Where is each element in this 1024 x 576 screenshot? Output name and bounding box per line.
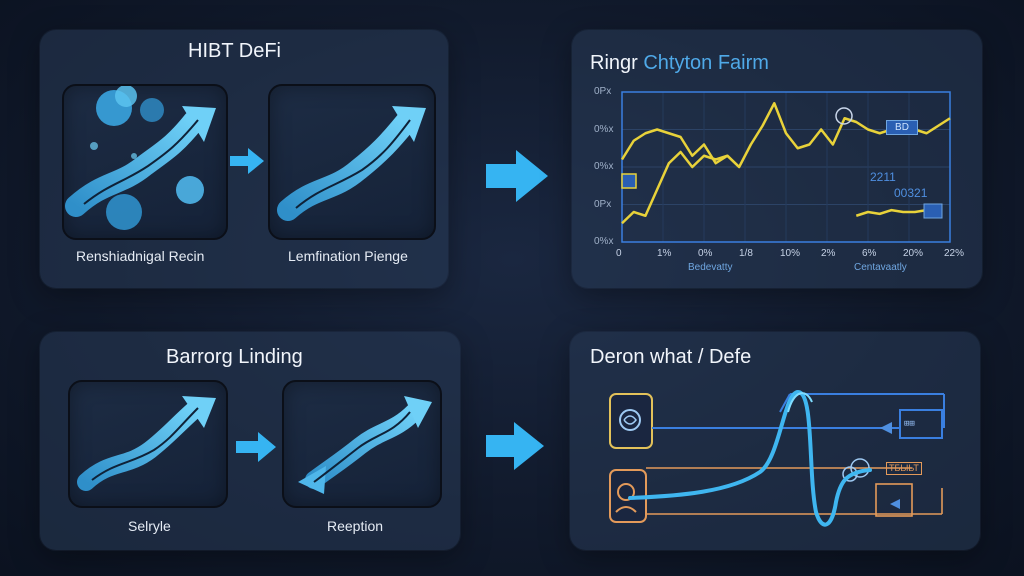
annotation-value-2: 00321: [894, 186, 928, 200]
arrow-right-icon: [486, 150, 548, 202]
chart-title: Ringr Chtyton Fairm: [590, 52, 769, 75]
card-left: [68, 380, 228, 508]
x-tick-label: 10%: [780, 248, 801, 259]
card-right-label: Lemfination Pienge: [288, 248, 408, 264]
panel-title: Barrorg Linding: [166, 346, 303, 368]
panel-title: Deron what / Defe: [590, 346, 752, 368]
rising-arrow-icon: [277, 106, 426, 221]
arrow-right-icon: [486, 422, 544, 470]
plug-icon: [880, 422, 892, 434]
chart-title-accent: Chtyton Fairm: [643, 52, 769, 74]
rising-arrow-icon: [77, 396, 216, 491]
x-axis-label-left: Bedevatty: [688, 262, 733, 273]
rising-arrow-icon: [298, 396, 432, 494]
x-tick-label: 1%: [657, 248, 672, 259]
flow-diagram: ⊞⊞: [609, 389, 945, 527]
chart-panel: Ringr Chtyton Fairm 2211 00321 BD Bedeva…: [572, 30, 982, 288]
series-line-1: [621, 150, 741, 225]
rising-arrow-icon: [65, 86, 216, 230]
card-left: [62, 84, 228, 240]
x-tick-label: 1/8: [739, 248, 753, 259]
y-tick-label: 0Px: [594, 198, 612, 210]
x-tick-label: 2%: [821, 248, 836, 259]
chart-marker-icon: [923, 203, 943, 219]
y-tick-label: 0Px: [594, 86, 612, 97]
arrow-right-icon: [230, 148, 264, 174]
plot-frame: [621, 91, 951, 243]
x-tick-label: 0%: [698, 248, 713, 259]
x-tick-label: 22%: [944, 248, 965, 259]
annotation-value-1: 2211: [870, 170, 896, 184]
card-right-label: Reeption: [327, 518, 384, 534]
chart-badge: BD: [886, 120, 918, 135]
chip-label: ТБЫЬТ: [886, 462, 922, 475]
chart-glyph-icon: [835, 107, 853, 125]
chart-marker-icon: [621, 173, 637, 189]
card-left-label: Renshiadnigal Recin: [76, 248, 205, 264]
chart-title-main: Ringr: [590, 52, 638, 74]
x-tick-label: 6%: [862, 248, 877, 259]
deron-defe-panel: Deron what / Defe ⊞⊞ ТБЫЬТ: [570, 332, 980, 550]
y-tick-label: 0%x: [594, 123, 614, 135]
x-tick-label: 20%: [903, 248, 924, 259]
panel-title: HIBT DeFi: [188, 40, 281, 62]
arrow-right-icon: [236, 432, 276, 462]
x-tick-label: 0: [616, 248, 622, 259]
card-right: [282, 380, 442, 508]
y-tick-label: 0%x: [594, 161, 614, 172]
y-tick-label: 0%x: [594, 236, 614, 247]
card-left-label: Selryle: [128, 518, 171, 534]
svg-text:⊞⊞: ⊞⊞: [904, 419, 915, 429]
x-axis-label-right: Centavaatly: [854, 262, 907, 273]
card-right: [268, 84, 436, 240]
brain-icon: [609, 393, 653, 449]
barrorg-linding-panel: Barrorg Linding Selryle Reeption: [40, 332, 460, 550]
hibt-defi-panel: HIBT DeFi Renshia: [40, 30, 448, 288]
